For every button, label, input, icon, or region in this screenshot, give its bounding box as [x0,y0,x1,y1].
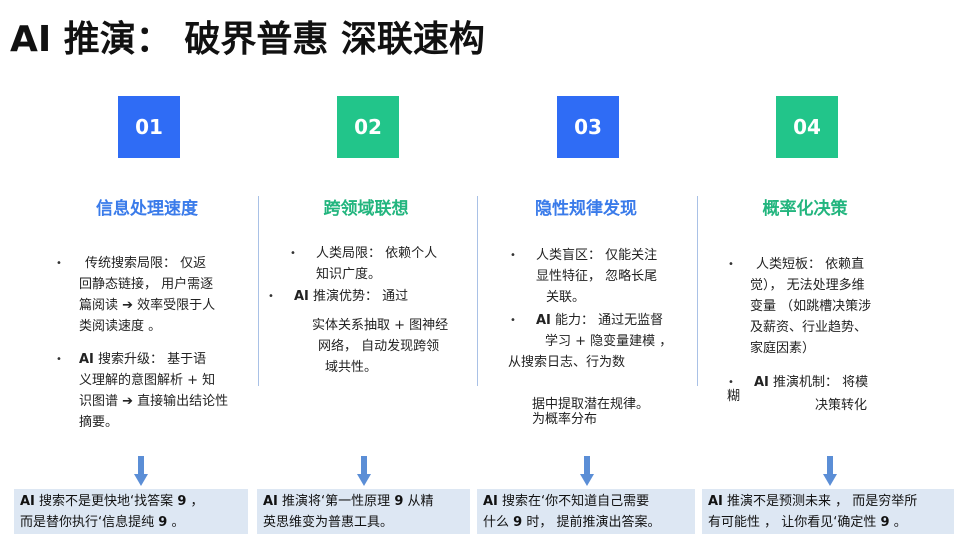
text-line: 人类盲区： 仅能关注 [536,248,658,263]
col4-paragraph-1: 人类短板： 依赖直 觉）， 无法处理多维 变量 （如跳槽决策涉 及薪资、行业趋势… [750,254,871,359]
text-line: 域共性。 [325,360,378,375]
summary-box-4: AI 推演不是预测未来 ， 而是穷举所 有可能性 ， 让你看见‘确定性 9 。 [702,489,954,534]
summary-text: 推演不是预测未来 ， 而是穷举所 [722,494,918,509]
summary-box-1: AI 搜索不是更快地‘找答案 9 ， 而是替你执行‘信息提纯 9 。 [14,489,248,534]
col2-paragraph-2-lead: AI 推演优势： 通过 [294,286,408,307]
bullet-dot: • [290,248,296,259]
text-line: 推演机制： 将模 [768,375,869,390]
text-line: 摘要。 [79,415,119,430]
summary-bold: 9 [177,494,187,509]
text-line: 能力： 通过无监督 [550,313,664,328]
heading-probabilistic-decision: 概率化决策 [762,199,848,219]
text-line: 推演优势： 通过 [308,289,409,304]
ai-label: AI [754,375,769,390]
text-line: 实体关系抽取 + 图神经 [312,318,449,333]
text-line: 显性特征， 忽略长尾 [536,269,658,284]
heading-cross-domain: 跨领域联想 [323,199,409,219]
text-line: 识图谱 ➔ 直接输出结论性 [79,394,229,409]
summary-text: 搜索在‘你不知道自己需要 [497,494,650,509]
text-line: 人类短板： 依赖直 [756,257,865,272]
summary-text: 。 [167,515,185,530]
number-box-02: 02 [337,96,399,158]
summary-text: 英思维变为普惠工具。 [263,515,394,530]
down-arrow-icon [357,456,371,486]
col3-paragraph-3: 据中提取潜在规律。 为概率分布 [532,397,649,427]
summary-bold: 9 [880,515,890,530]
text-line: 搜索升级： 基于语 [93,352,207,367]
summary-text: 而是替你执行‘信息提纯 [20,515,159,530]
summary-box-2: AI 推演将‘第一性原理 9 从精 英思维变为普惠工具。 [257,489,470,534]
summary-text: 推演将‘第一性原理 [277,494,395,509]
col1-paragraph-1: 传统搜索局限： 仅返 回静态链接， 用户需逐 篇阅读 ➔ 效率受限于人 类阅读速… [79,253,215,337]
bullet-dot: • [728,377,734,388]
col1-paragraph-2: AI 搜索升级： 基于语 义理解的意图解析 + 知 识图谱 ➔ 直接输出结论性 … [79,349,228,433]
col4-paragraph-2-tail: 决策转化 [815,398,868,413]
summary-text: ， [186,494,204,509]
summary-bold: 9 [513,515,523,530]
heading-info-speed: 信息处理速度 [96,199,198,219]
summary-text: 什么 [483,515,514,530]
summary-box-3: AI 搜索在‘你不知道自己需要 什么 9 时， 提前推演出答案。 [477,489,695,534]
column-divider [697,196,698,386]
summary-text: 搜索不是更快地‘找答案 [34,494,178,509]
bullet-dot: • [56,354,62,365]
text-line: 学习 + 隐变量建模 ， [545,334,673,349]
summary-text: 有可能性 ， 让你看见‘确定性 [708,515,881,530]
bullet-dot: • [56,258,62,269]
number-box-03: 03 [557,96,619,158]
text-line: 类阅读速度 。 [79,319,162,334]
col2-paragraph-1: 人类局限： 依赖个人 知识广度。 [316,243,437,285]
summary-text: 。 [889,515,907,530]
ai-label: AI [483,494,498,509]
bullet-dot: • [268,291,274,302]
text-line: 觉）， 无法处理多维 [750,278,865,293]
col2-paragraph-2: 实体关系抽取 + 图神经 网络， 自动发现跨领 域共性。 [312,315,448,378]
ai-label: AI [20,494,35,509]
ai-label: AI [294,289,309,304]
column-divider [258,196,259,386]
summary-text: 从精 [403,494,434,509]
down-arrow-icon [580,456,594,486]
ai-label: AI [79,352,94,367]
text-line: 关联。 [546,290,586,305]
ai-label: AI [536,313,551,328]
text-line: 为概率分布 [532,412,598,427]
text-line: 知识广度。 [316,267,382,282]
ai-label: AI [708,494,723,509]
text-line: 家庭因素） [750,341,816,356]
heading-hidden-patterns: 隐性规律发现 [535,199,637,219]
text-line: 据中提取潜在规律。 [532,397,650,412]
bullet-dot: • [510,250,516,261]
summary-bold: 9 [394,494,404,509]
col3-paragraph-1: 人类盲区： 仅能关注 显性特征， 忽略长尾 关联。 [536,245,657,308]
ai-label: AI [263,494,278,509]
col3-paragraph-2: 学习 + 隐变量建模 ， 从搜索日志、行为数 [508,331,672,373]
text-line: 义理解的意图解析 + 知 [79,373,216,388]
number-box-04: 04 [776,96,838,158]
down-arrow-icon [134,456,148,486]
column-divider [477,196,478,386]
bullet-dot: • [510,315,516,326]
text-line: 篇阅读 ➔ 效率受限于人 [79,298,216,313]
text-line: 变量 （如跳槽决策涉 [750,299,872,314]
summary-bold: 9 [158,515,168,530]
number-box-01: 01 [118,96,180,158]
text-line: 从搜索日志、行为数 [508,355,626,370]
bullet-dot: • [728,259,734,270]
col3-paragraph-2-lead: AI 能力： 通过无监督 [536,310,663,331]
col4-paragraph-2-lead: AI 推演机制： 将模 [754,372,868,393]
down-arrow-icon [823,456,837,486]
text-line: 人类局限： 依赖个人 [316,246,438,261]
text-line: 回静态链接， 用户需逐 [79,277,214,292]
text-line: 及薪资、行业趋势、 [750,320,868,335]
page-title: AI 推演： 破界普惠 深联速构 [10,19,485,60]
summary-text: 时， 提前推演出答案。 [522,515,661,530]
col4-paragraph-2-wrap: 糊 [727,389,741,404]
text-line: 传统搜索局限： 仅返 [85,256,207,271]
text-line: 网络， 自动发现跨领 [318,339,440,354]
